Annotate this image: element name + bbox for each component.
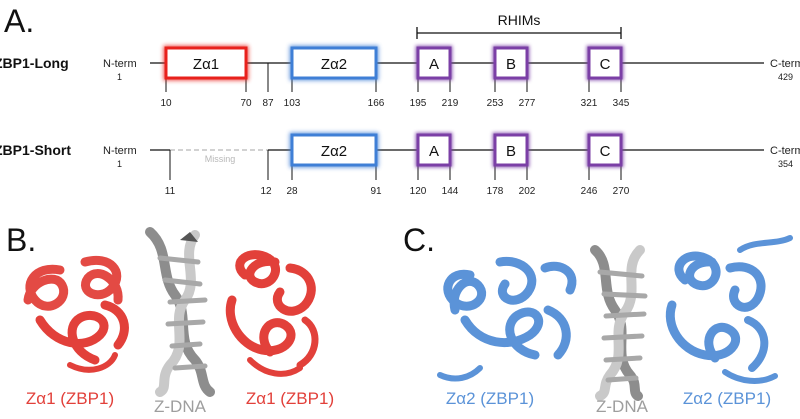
- short-tick-label: 12: [260, 186, 272, 197]
- short-missing-label: Missing: [205, 154, 236, 164]
- long-tick-label: 195: [410, 98, 427, 109]
- za1-protein-right: [225, 250, 319, 377]
- panel-c-structure: Zα2 (ZBP1) Z-DNA Zα2 (ZBP1): [437, 235, 793, 416]
- long-nterm-pos: 1: [117, 72, 122, 82]
- za2-protein-right: [665, 235, 793, 384]
- long-rhim-b: B: [492, 45, 530, 81]
- short-rhim-b: B: [492, 132, 530, 168]
- structure-b-left-label: Zα1 (ZBP1): [26, 389, 114, 408]
- za1-protein-left: [23, 256, 129, 373]
- long-tick-labels: 10 70 87 103 166 195 219 253 277 321 345: [160, 98, 629, 109]
- short-tick-label: 91: [370, 186, 382, 197]
- long-tick-label: 103: [284, 98, 301, 109]
- short-tick-labels: 11 12 28 91 120 144 178 202 246 270: [165, 186, 630, 197]
- long-za2-label: Zα2: [321, 56, 347, 73]
- panel-a-label: A.: [4, 3, 34, 39]
- long-tick-label: 253: [487, 98, 504, 109]
- short-nterm-pos: 1: [117, 159, 122, 169]
- long-rhim-a: A: [415, 45, 453, 81]
- z-dna-b: [145, 227, 215, 397]
- short-tick-label: 11: [165, 186, 176, 197]
- z-dna-c: [590, 245, 648, 401]
- structure-b-center-label: Z-DNA: [154, 397, 207, 416]
- long-tick-label: 277: [519, 98, 536, 109]
- short-tick-label: 28: [286, 186, 298, 197]
- short-za2-label: Zα2: [321, 143, 347, 160]
- long-tick-label: 321: [581, 98, 598, 109]
- long-tick-label: 166: [368, 98, 385, 109]
- za2-protein-left: [437, 256, 577, 382]
- long-name: ZBP1-Long: [0, 55, 69, 71]
- short-rhim-b-label: B: [506, 143, 516, 160]
- panel-b-structure: Zα1 (ZBP1) Z-DNA Zα1 (ZBP1): [23, 227, 334, 416]
- short-za2-domain: Zα2: [289, 132, 379, 168]
- long-tick-label: 70: [240, 98, 252, 109]
- rhims-label: RHIMs: [498, 12, 541, 28]
- short-ticks: [169, 150, 622, 180]
- structure-c-left-label: Zα2 (ZBP1): [446, 389, 534, 408]
- long-za2-domain: Zα2: [289, 45, 379, 81]
- long-tick-label: 219: [442, 98, 459, 109]
- short-name: ZBP1-Short: [0, 142, 71, 158]
- short-rhim-a: A: [415, 132, 453, 168]
- short-cterm-pos: 354: [778, 159, 793, 169]
- long-rhim-c-label: C: [600, 56, 611, 73]
- long-tick-label: 10: [160, 98, 172, 109]
- short-rhim-a-label: A: [429, 143, 439, 160]
- long-cterm-pos: 429: [778, 72, 793, 82]
- zbp1-long-row: ZBP1-Long N-term 1 C-term 429 10 70 87 1…: [0, 45, 800, 109]
- long-tick-label: 345: [613, 98, 630, 109]
- panel-b-label: B.: [6, 222, 36, 258]
- short-cterm: C-term: [770, 145, 800, 157]
- long-nterm: N-term: [103, 58, 137, 70]
- short-tick-label: 120: [410, 186, 427, 197]
- short-tick-label: 178: [487, 186, 504, 197]
- panel-c-label: C.: [403, 222, 435, 258]
- short-tick-label: 202: [519, 186, 536, 197]
- long-tick-label: 87: [262, 98, 274, 109]
- short-rhim-c-label: C: [600, 143, 611, 160]
- long-rhim-c: C: [586, 45, 624, 81]
- structure-c-right-label: Zα2 (ZBP1): [683, 389, 771, 408]
- long-rhim-a-label: A: [429, 56, 439, 73]
- short-tick-label: 270: [613, 186, 630, 197]
- rhims-bracket: RHIMs: [416, 12, 622, 39]
- long-za1-domain: Zα1: [163, 45, 249, 81]
- short-tick-label: 246: [581, 186, 598, 197]
- structure-c-center-label: Z-DNA: [596, 397, 649, 416]
- long-za1-label: Zα1: [193, 56, 219, 73]
- zbp1-short-row: ZBP1-Short N-term 1 C-term 354 Missing 1…: [0, 132, 800, 197]
- short-rhim-c: C: [586, 132, 624, 168]
- short-tick-label: 144: [442, 186, 459, 197]
- structure-b-right-label: Zα1 (ZBP1): [246, 389, 334, 408]
- long-rhim-b-label: B: [506, 56, 516, 73]
- long-cterm: C-term: [770, 58, 800, 70]
- short-nterm: N-term: [103, 145, 137, 157]
